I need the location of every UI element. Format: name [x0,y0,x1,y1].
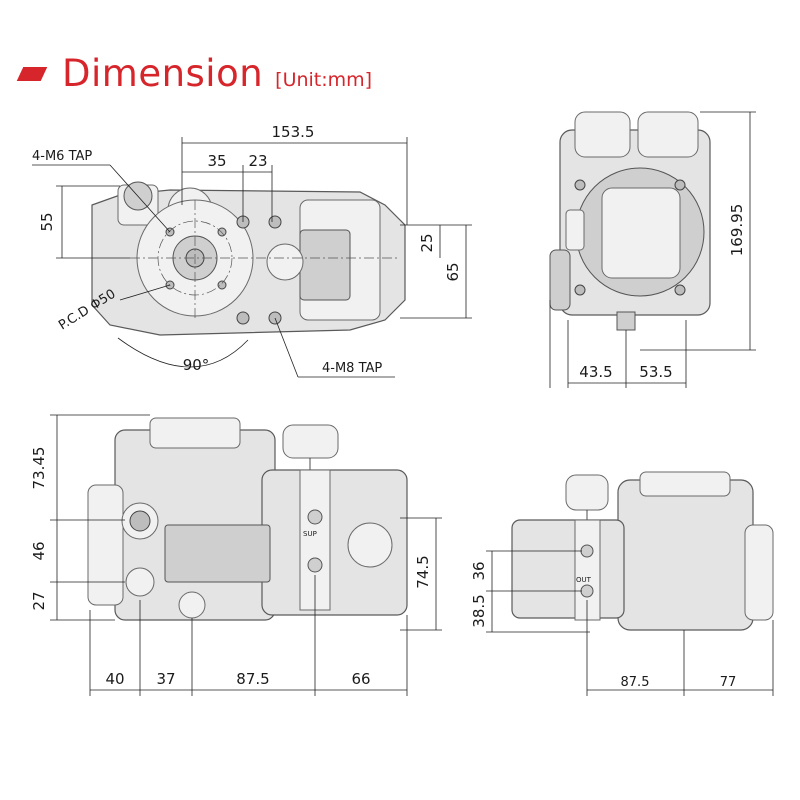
port-label-sup: SUP [303,530,317,538]
dim-front-40: 40 [105,670,124,688]
dim-side-169-95: 169.95 [728,204,746,257]
dim-side-53-5: 53.5 [639,363,672,381]
dim-top-65: 65 [444,262,462,281]
dim-top-35: 35 [207,152,226,170]
dim-rear-77: 77 [720,675,737,690]
dim-top-55: 55 [38,212,56,231]
dim-front-37: 37 [156,670,175,688]
section-header: Dimension [Unit:mm] [16,52,373,96]
dim-front-73-45: 73.45 [30,447,48,490]
dim-front-87-5: 87.5 [236,670,269,688]
front-view: SUP 73.45 46 27 74.5 40 37 87.5 66 [30,414,442,696]
dim-rear-38-5: 38.5 [470,594,488,627]
dim-top-153-5: 153.5 [272,123,315,141]
dim-top-23: 23 [248,152,267,170]
top-view: 153.5 35 23 55 25 65 4-M6 TAP 4-M8 TAP P… [32,123,472,378]
dim-rear-36: 36 [470,561,488,580]
label-m6-tap: 4-M6 TAP [32,149,92,164]
label-m8-tap: 4-M8 TAP [322,361,382,376]
dim-top-25: 25 [418,233,436,252]
dim-side-43-5: 43.5 [579,363,612,381]
dim-front-66: 66 [351,670,370,688]
dim-rear-87-5: 87.5 [621,675,650,690]
rear-view: OUT 36 38.5 87.5 77 [470,471,774,696]
label-angle-90: 90° [183,356,210,374]
dim-front-27: 27 [30,591,48,610]
side-view: 169.95 43.5 53.5 [549,111,756,388]
unit-label: [Unit:mm] [275,69,373,91]
port-label-out: OUT [576,576,592,584]
dim-front-46: 46 [30,541,48,560]
page-title: Dimension [62,52,264,95]
dim-front-74-5: 74.5 [414,555,432,588]
